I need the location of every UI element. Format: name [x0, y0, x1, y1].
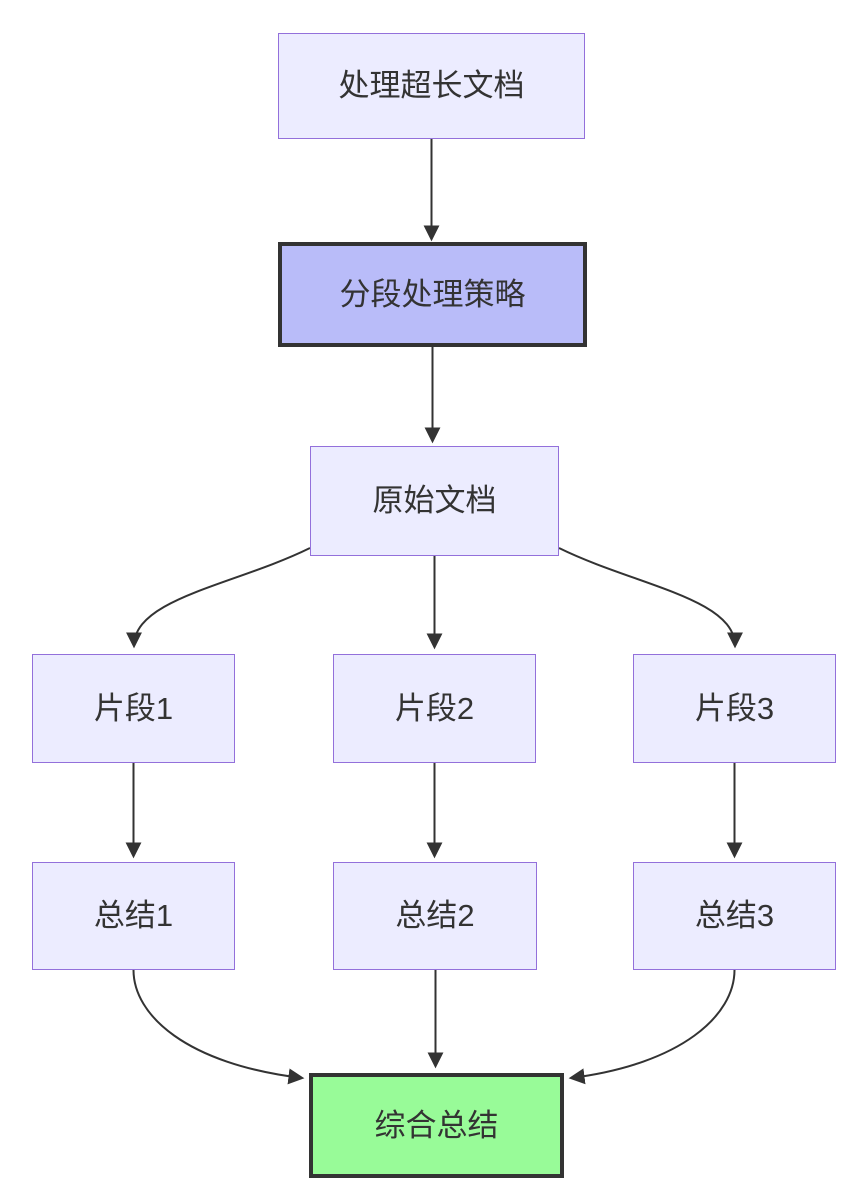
node-chunk-3: 片段3 — [633, 654, 836, 763]
node-summary-1: 总结1 — [32, 862, 235, 970]
edge-summary1-final — [132, 969, 305, 1085]
node-final-summary-label: 综合总结 — [374, 1107, 499, 1143]
node-final-summary: 综合总结 — [309, 1073, 564, 1178]
edge-summary3-final — [568, 969, 736, 1085]
node-task: 处理超长文档 — [278, 33, 585, 139]
node-source-doc: 原始文档 — [310, 446, 559, 556]
node-summary-1-label: 总结1 — [93, 898, 174, 934]
node-strategy: 分段处理策略 — [278, 242, 587, 347]
node-strategy-label: 分段处理策略 — [339, 276, 526, 312]
node-chunk-1-label: 片段1 — [93, 690, 174, 726]
node-task-label: 处理超长文档 — [338, 68, 525, 104]
edge-doc-chunk3 — [558, 547, 743, 649]
node-summary-3-label: 总结3 — [694, 898, 775, 934]
node-source-doc-label: 原始文档 — [372, 483, 497, 519]
node-chunk-1: 片段1 — [32, 654, 235, 763]
node-chunk-3-label: 片段3 — [694, 690, 775, 726]
edge-doc-chunk1 — [126, 547, 311, 649]
node-summary-2-label: 总结2 — [395, 898, 475, 934]
node-chunk-2: 片段2 — [333, 654, 536, 763]
node-chunk-2-label: 片段2 — [394, 690, 475, 726]
node-summary-3: 总结3 — [633, 862, 836, 970]
node-summary-2: 总结2 — [333, 862, 537, 970]
